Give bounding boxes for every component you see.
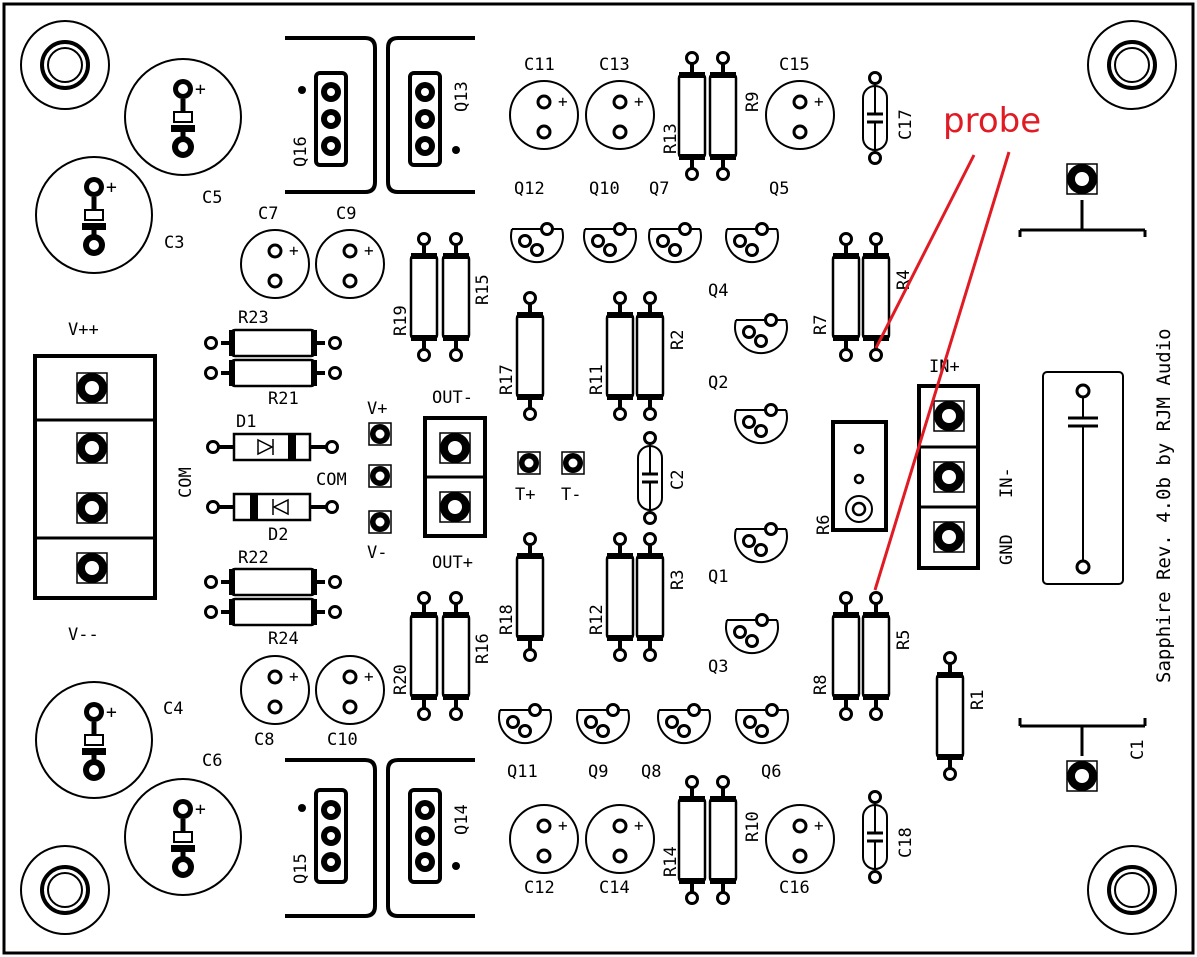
label-q9: Q9 (588, 762, 608, 782)
label-c15: C15 (779, 55, 810, 75)
label-c17: C17 (896, 109, 916, 140)
label-gnd: GND (997, 534, 1017, 565)
label-r7: R7 (811, 315, 831, 335)
label-c1: C1 (1128, 740, 1148, 760)
label-r17: R17 (497, 364, 517, 395)
label-c18: C18 (896, 827, 916, 858)
label-r16: R16 (473, 633, 493, 664)
label-q6: Q6 (761, 762, 781, 782)
label-r2: R2 (668, 330, 688, 350)
label-c9: C9 (336, 204, 356, 224)
label-c16: C16 (779, 878, 810, 898)
label-q15: Q15 (291, 853, 311, 884)
label-c5: C5 (202, 188, 222, 208)
label-r19: R19 (391, 305, 411, 336)
label-c7: C7 (258, 204, 278, 224)
label-r13: R13 (661, 123, 681, 154)
label-com-mid: COM (316, 470, 347, 490)
label-c6: C6 (202, 751, 222, 771)
label-q13: Q13 (452, 81, 472, 112)
label-q14: Q14 (452, 804, 472, 835)
label-c4: C4 (163, 699, 183, 719)
probe-label: probe (943, 101, 1041, 141)
label-r20: R20 (391, 664, 411, 695)
label-out-plus: OUT+ (432, 553, 473, 573)
label-r3: R3 (668, 570, 688, 590)
label-r18: R18 (497, 604, 517, 635)
diode-d2 (206, 492, 339, 522)
label-out-minus: OUT- (432, 388, 473, 408)
diode-d1 (206, 432, 339, 462)
label-q1: Q1 (708, 567, 728, 587)
label-q3: Q3 (708, 657, 728, 677)
label-t-minus: T- (561, 485, 581, 505)
capacitor-c1 (1018, 163, 1147, 792)
label-vmm: V-- (68, 625, 99, 645)
label-q10: Q10 (589, 179, 620, 199)
label-r11: R11 (587, 364, 607, 395)
label-r23: R23 (238, 308, 269, 328)
label-q12: Q12 (514, 179, 545, 199)
label-c14: C14 (599, 878, 630, 898)
label-q8: Q8 (641, 762, 661, 782)
label-q2: Q2 (708, 373, 728, 393)
label-c8: C8 (254, 730, 274, 750)
label-r14: R14 (661, 846, 681, 877)
label-q5: Q5 (769, 179, 789, 199)
label-r21: R21 (268, 389, 299, 409)
label-vpp: V++ (68, 320, 99, 340)
power-transistors (285, 36, 475, 918)
label-c11: C11 (524, 55, 555, 75)
label-vm: V- (367, 543, 387, 563)
output-terminal (423, 416, 487, 538)
label-r1: R1 (968, 690, 988, 710)
label-com-left: COM (176, 467, 196, 498)
label-r9: R9 (743, 92, 763, 112)
label-r12: R12 (587, 604, 607, 635)
probe-annotation: probe (873, 101, 1041, 591)
board-title: Sapphire Rev. 4.0b by RJM Audio (1153, 328, 1175, 683)
label-d2: D2 (268, 525, 288, 545)
label-r22: R22 (238, 548, 269, 568)
power-terminal-block (33, 354, 157, 600)
label-q7: Q7 (649, 179, 669, 199)
label-c12: C12 (524, 878, 555, 898)
label-c3: C3 (164, 233, 184, 253)
label-c13: C13 (599, 55, 630, 75)
label-r24: R24 (268, 629, 299, 649)
label-c10: C10 (327, 730, 358, 750)
label-q4: Q4 (708, 281, 728, 301)
label-c2: C2 (668, 470, 688, 490)
label-d1: D1 (236, 412, 256, 432)
label-in-minus: IN- (997, 467, 1017, 498)
input-terminal (917, 384, 980, 570)
label-r8: R8 (811, 675, 831, 695)
label-t-plus: T+ (515, 485, 535, 505)
trimmer-r6 (831, 420, 888, 532)
supply-test-pads (368, 422, 392, 534)
label-q11: Q11 (507, 762, 538, 782)
label-r10: R10 (743, 811, 763, 842)
label-r6: R6 (814, 515, 834, 535)
label-r15: R15 (473, 274, 493, 305)
label-q16: Q16 (291, 136, 311, 167)
label-r5: R5 (894, 630, 914, 650)
label-vp: V+ (367, 399, 387, 419)
